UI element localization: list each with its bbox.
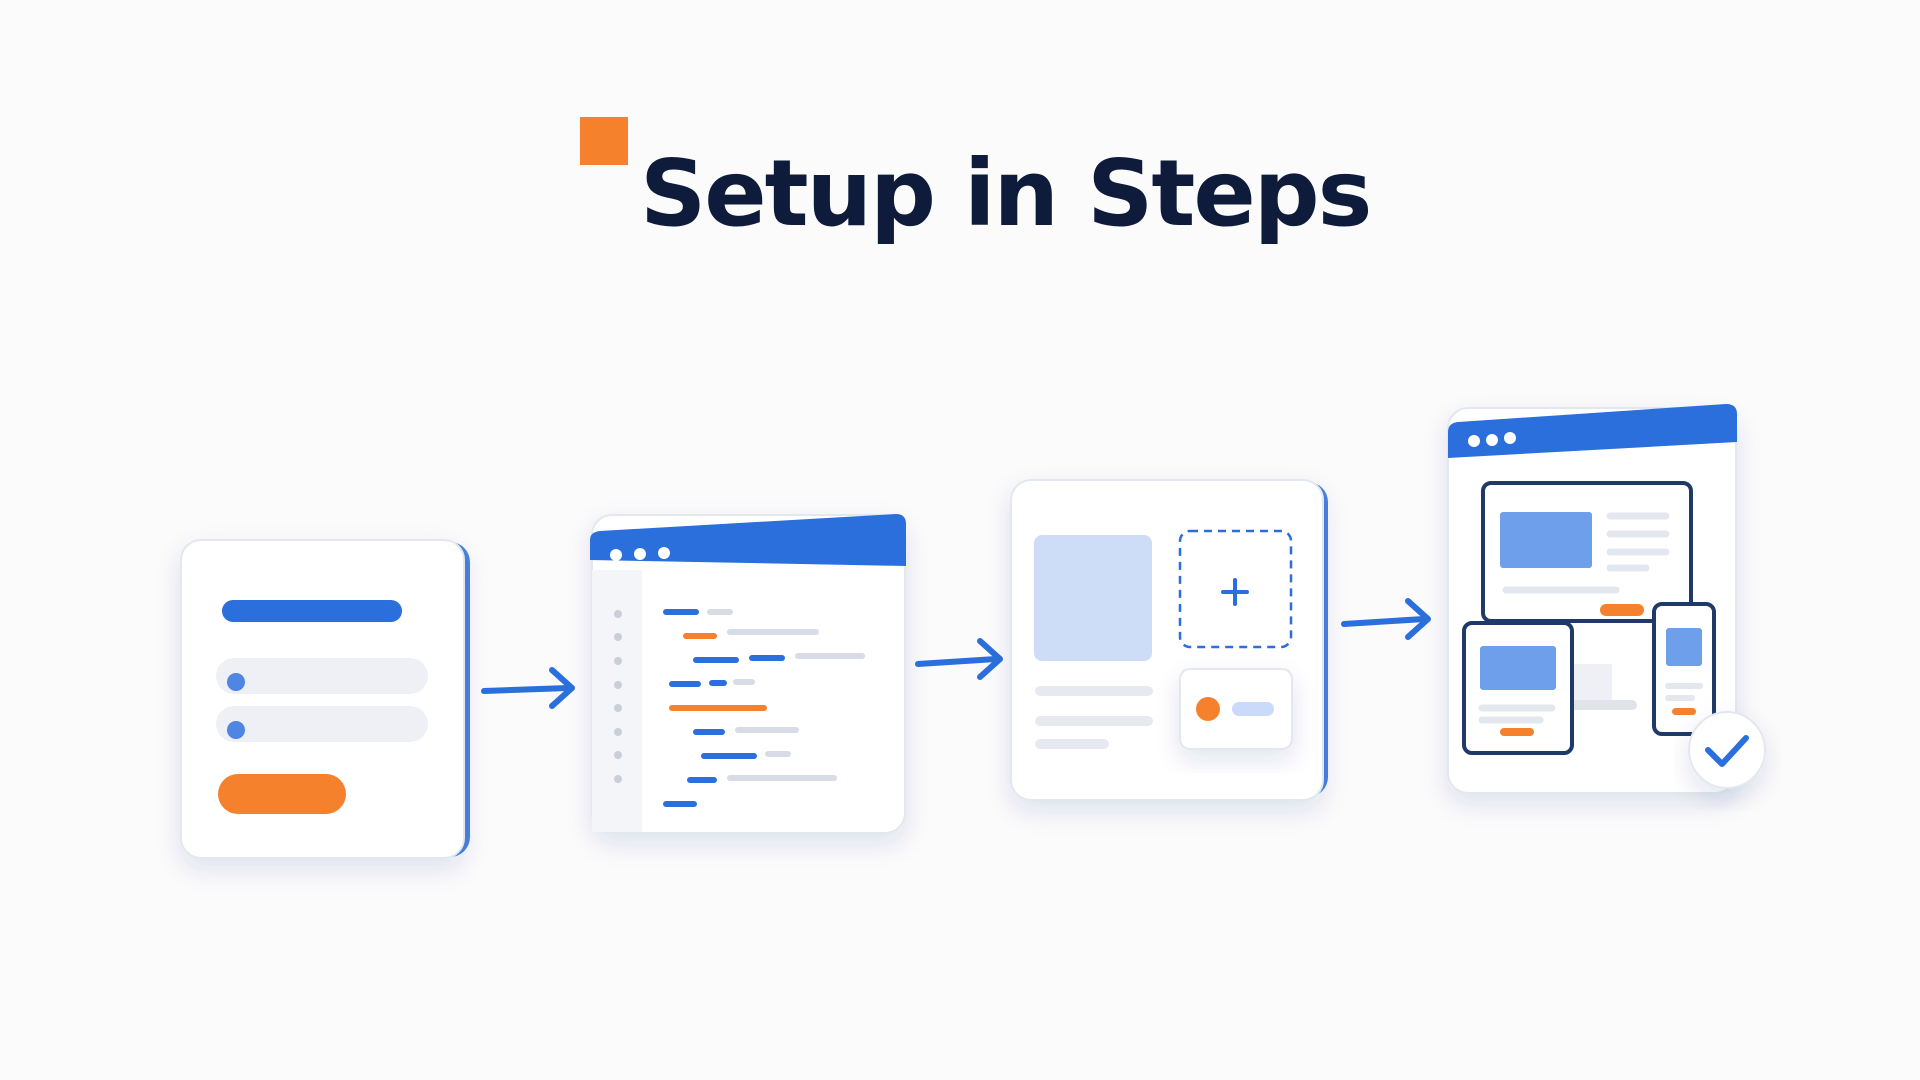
form-field-1 — [216, 658, 428, 694]
window-dot-icon — [634, 548, 646, 560]
text-lines — [1035, 686, 1153, 749]
image-placeholder-block — [1034, 535, 1152, 661]
form-header-bar — [222, 600, 402, 622]
page-title: Setup in Steps — [640, 140, 1372, 247]
arrow-right-icon — [915, 638, 1003, 680]
code-lines — [663, 609, 865, 807]
line-number-dots — [614, 610, 622, 783]
component-dot — [1196, 697, 1220, 721]
plus-icon — [1221, 578, 1249, 606]
browser-title-bar — [1448, 404, 1737, 458]
window-dot-icon — [610, 549, 622, 561]
desktop-monitor-icon — [1481, 481, 1693, 710]
tablet-icon — [1462, 621, 1574, 755]
form-field-2 — [216, 706, 428, 742]
window-dot-icon — [658, 547, 670, 559]
editor-gutter — [592, 570, 642, 832]
window-dot-icon — [1468, 435, 1480, 447]
arrow-right-icon — [481, 667, 575, 709]
add-block-slot — [1178, 529, 1293, 649]
form-submit-pill — [218, 774, 346, 814]
form-field-1-dot — [227, 673, 245, 691]
checkmark-icon — [1688, 711, 1766, 789]
window-dot-icon — [1504, 432, 1516, 444]
phone-icon — [1652, 602, 1716, 736]
form-field-2-dot — [227, 721, 245, 739]
step-3-layout-builder — [1010, 479, 1328, 801]
title-accent-square — [580, 117, 628, 165]
window-dot-icon — [1486, 434, 1498, 446]
step-1-form-panel — [180, 539, 470, 859]
step-2-code-editor — [590, 514, 906, 834]
component-toggle — [1232, 702, 1274, 716]
arrow-right-icon — [1341, 598, 1431, 640]
step-4-responsive-devices — [1447, 404, 1766, 794]
